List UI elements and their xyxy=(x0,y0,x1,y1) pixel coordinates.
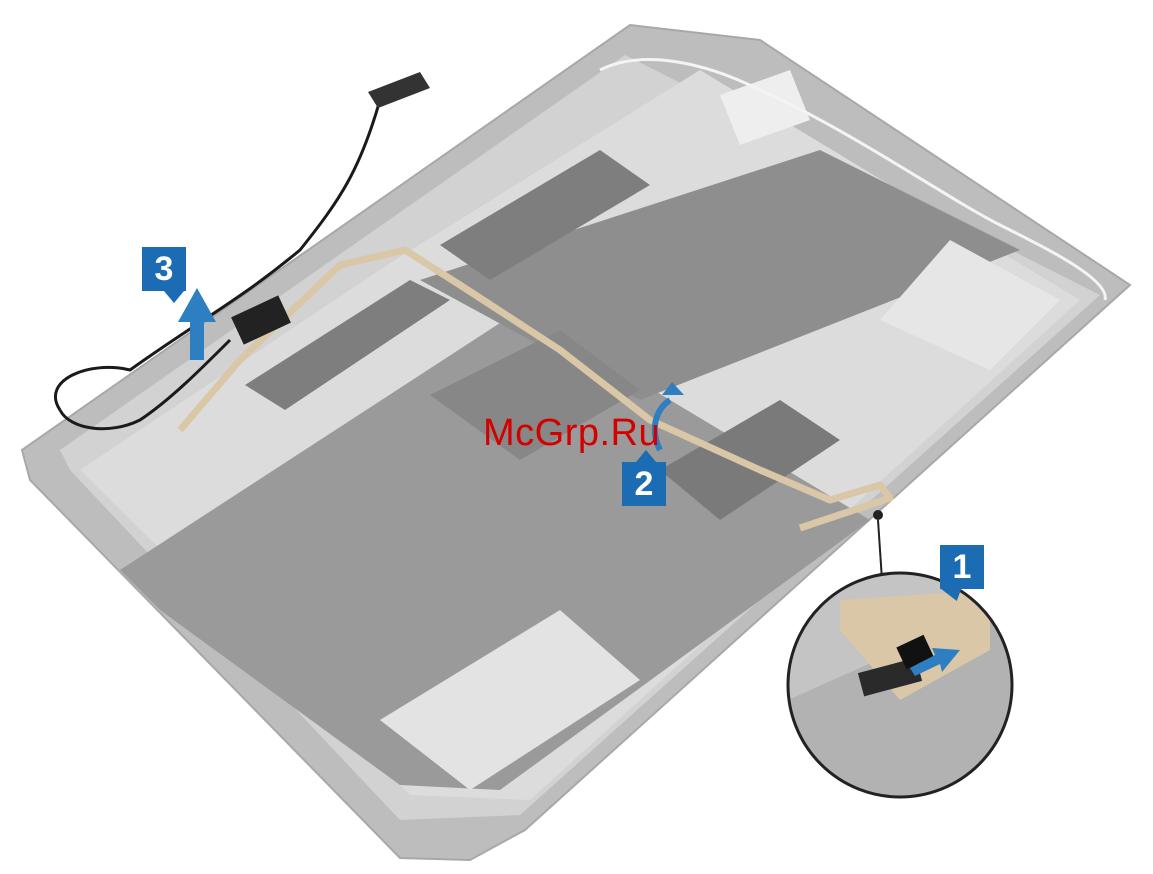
watermark: McGrp.Ru xyxy=(483,412,660,455)
callout-leader-line xyxy=(878,520,882,580)
step-2-badge: 2 xyxy=(622,462,666,506)
cable-end-connector xyxy=(368,72,430,108)
connector-marker xyxy=(873,510,883,520)
step-3-badge: 3 xyxy=(142,247,186,291)
step-1-badge: 1 xyxy=(940,545,984,589)
